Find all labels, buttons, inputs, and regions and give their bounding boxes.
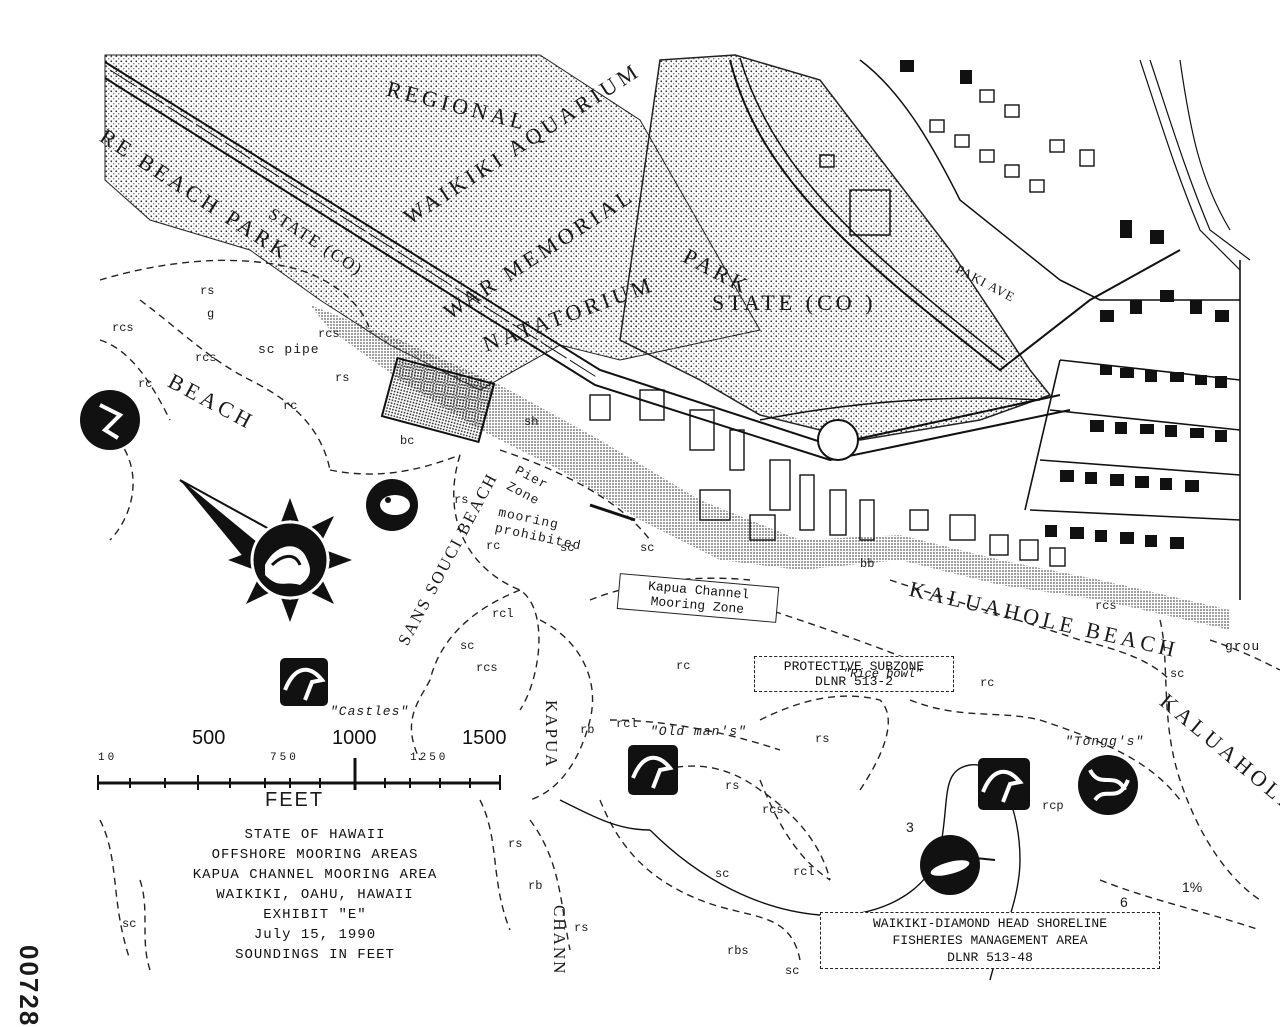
zone-code: rcs [195, 351, 217, 365]
map-canvas [80, 54, 1280, 981]
scale-label-10: 10 [98, 752, 118, 764]
zone-code: rcl [616, 717, 638, 731]
snorkel-icon [920, 835, 996, 895]
dive-site-icon [80, 390, 140, 450]
zone-code: sc [460, 639, 475, 653]
old-mans-label: "Old man's" [650, 724, 747, 739]
protective-subzone-line2: DLNR 513-2 [814, 674, 893, 689]
exhibit-line4: WAIKIKI, OAHU, HAWAII [216, 887, 414, 903]
zone-code: rcs [318, 327, 340, 341]
zone-code: rc [138, 377, 153, 391]
zone-code: rc [980, 676, 995, 690]
stream [1139, 59, 1251, 271]
grou-label: grou [1225, 639, 1261, 654]
outline-buildings [589, 89, 1095, 567]
document-stamp: 00728 [14, 945, 44, 1027]
sc-pipe-label: sc pipe [258, 342, 320, 357]
fisheries-line2: FISHERIES MANAGEMENT AREA [892, 933, 1088, 948]
zone-code: rs [508, 837, 523, 851]
zone-code: rc [486, 539, 501, 553]
zone-code: rb [528, 879, 543, 893]
depth-contour [649, 764, 1021, 981]
zone-code: rs [335, 371, 350, 385]
depth-sounding: 6 [1120, 894, 1128, 910]
zone-code: rcl [793, 865, 815, 879]
zone-code: rc [283, 399, 298, 413]
zone-code: rbs [727, 944, 749, 958]
kalakaua-avenue [104, 61, 1061, 447]
zone-code: sc [560, 541, 575, 555]
fisheries-line1: WAIKIKI-DIAMOND HEAD SHORELINE [872, 916, 1108, 931]
rice-bowl-label: "Rice bowl" [843, 667, 923, 681]
fisheries-management-box: WAIKIKI-DIAMOND HEAD SHORELINE FISHERIES… [820, 912, 1160, 969]
scale-label-500: 500 [192, 727, 226, 749]
zone-code: bb [860, 557, 875, 571]
zone-code: rcp [1042, 799, 1064, 813]
depth-sounding: 1% [1182, 879, 1203, 895]
natatorium-pool [380, 356, 496, 444]
kapua-label: KAPUA [542, 700, 561, 769]
compass-rose-icon [179, 479, 352, 622]
zone-code: sh [524, 415, 539, 429]
exhibit-line3: KAPUA CHANNEL MOORING AREA [192, 867, 438, 883]
zone-code: rb [580, 723, 595, 737]
surf-site-icon-old-mans [628, 745, 678, 795]
zone-code: sc [640, 541, 655, 555]
zone-code: bc [400, 434, 415, 448]
exhibit-title-block: STATE OF HAWAII OFFSHORE MOORING AREAS K… [150, 825, 480, 965]
zone-code: sc [785, 964, 800, 978]
kapiolani-park-land [619, 54, 1052, 441]
exhibit-line7: SOUNDINGS IN FEET [235, 947, 395, 963]
paki-avenue [729, 59, 1181, 372]
zone-code: rcs [762, 803, 784, 817]
surf-site-icon-castles [280, 658, 328, 706]
scale-unit-label: FEET [265, 789, 325, 811]
zone-code: rs [454, 493, 469, 507]
pier [589, 503, 636, 522]
zone-code: rcs [1095, 599, 1117, 613]
coral-icon [1078, 755, 1138, 815]
protective-subzone-box: PROTECTIVE SUBZONE DLNR 513-2 "Rice bowl… [754, 656, 954, 692]
zone-code: rs [815, 732, 830, 746]
scale-label-1250: 1250 [410, 752, 449, 764]
zone-code: g [207, 307, 215, 321]
zone-code: rcs [476, 661, 498, 675]
scale-label-1500: 1500 [462, 727, 507, 749]
zone-code: sc [1170, 667, 1185, 681]
buildings [900, 60, 1229, 549]
fish-icon [366, 479, 418, 531]
zone-code: rs [574, 921, 589, 935]
exhibit-line5: EXHIBIT "E" [263, 907, 367, 923]
reef-zone-boundaries [99, 259, 1280, 971]
exhibit-line2: OFFSHORE MOORING AREAS [211, 847, 419, 863]
exhibit-line6: July 15, 1990 [253, 927, 377, 943]
depth-sounding: 3 [906, 819, 914, 835]
chann-label: CHANN [550, 905, 569, 976]
scale-label-1000: 1000 [332, 727, 377, 749]
castles-label: "Castles" [330, 704, 410, 719]
zone-code: rs [725, 779, 740, 793]
zone-code: rcl [492, 607, 514, 621]
surf-site-icon-tonggs [978, 758, 1030, 810]
fisheries-line3: DLNR 513-48 [947, 950, 1033, 965]
park-state-co-label: STATE (CO ) [712, 290, 877, 315]
scale-label-750: 750 [270, 752, 299, 764]
roundabout [817, 419, 859, 461]
zone-code: rc [676, 659, 691, 673]
zone-code: rs [200, 284, 215, 298]
shore-sand [310, 305, 1230, 630]
protective-subzone-line1: PROTECTIVE SUBZONE [783, 659, 925, 674]
residential-streets [1024, 260, 1241, 600]
tonggs-label: "Tongg's" [1065, 734, 1145, 749]
zone-code: sc [122, 917, 137, 931]
zone-code: rcs [112, 321, 134, 335]
exhibit-line1: STATE OF HAWAII [244, 827, 386, 843]
zone-code: sc [715, 867, 730, 881]
scale-bar [97, 758, 501, 790]
